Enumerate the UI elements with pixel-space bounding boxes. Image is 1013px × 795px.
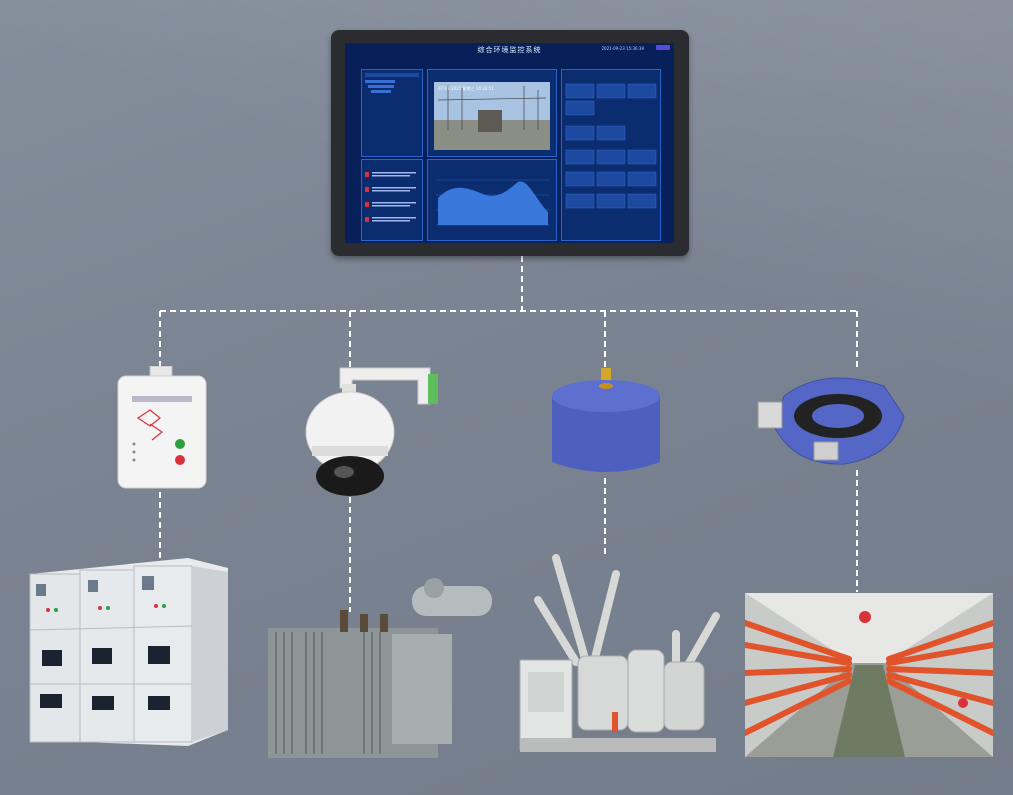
video-caption: 07-07-2021 星期三 14:33:51 xyxy=(438,85,494,91)
chart-panel xyxy=(427,159,557,241)
alarm-panel xyxy=(361,159,423,241)
cylindrical-sensor xyxy=(548,366,664,478)
power-transformer xyxy=(262,574,498,760)
tree-panel xyxy=(361,69,423,157)
ring-current-sensor xyxy=(754,366,910,470)
screen-button xyxy=(656,45,670,50)
status-panel xyxy=(561,69,661,241)
switchgear-cabinet xyxy=(28,550,230,746)
video-panel: 07-07-2021 星期三 14:33:51 xyxy=(427,69,557,157)
ptz-dome-camera xyxy=(300,364,445,498)
gis-switchgear xyxy=(516,552,740,764)
sensor-box xyxy=(110,366,210,492)
cable-tunnel xyxy=(745,593,993,757)
monitoring-screen: 综合环境监控系统 2021-09-23 15:36:39 xyxy=(331,30,689,256)
screen-display: 综合环境监控系统 2021-09-23 15:36:39 xyxy=(345,43,674,243)
screen-datetime: 2021-09-23 15:36:39 xyxy=(602,46,644,51)
